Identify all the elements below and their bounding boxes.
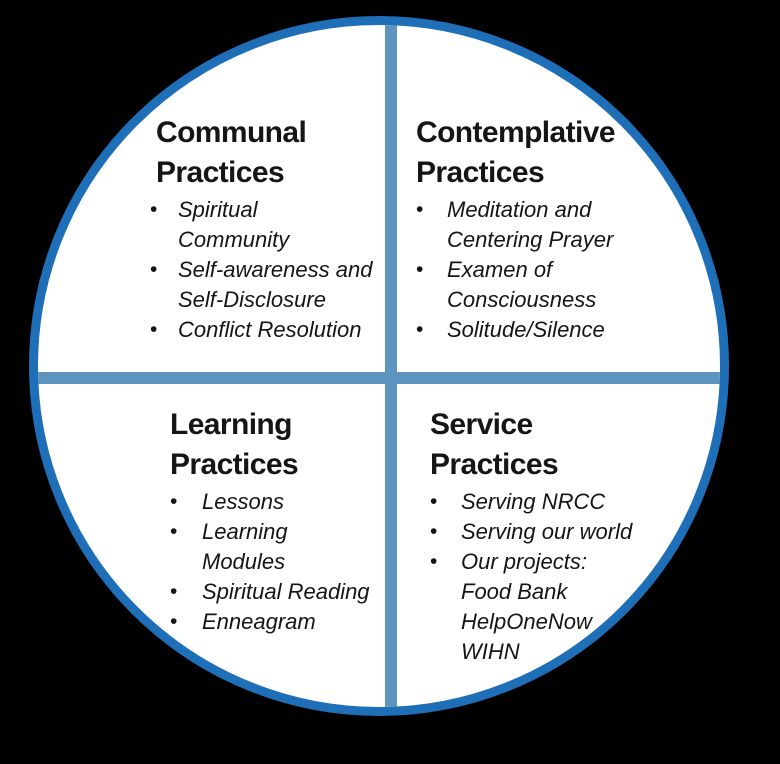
bullet-icon: • bbox=[150, 258, 158, 281]
bullet-icon: • bbox=[170, 520, 178, 543]
list-item: • Conflict Resolution bbox=[150, 315, 432, 345]
title-line: Service bbox=[430, 408, 533, 441]
title-line: Practices bbox=[430, 448, 559, 481]
list-item: • Solitude/Silence bbox=[416, 315, 716, 345]
quadrant-title: Contemplative Practices bbox=[416, 113, 716, 193]
project-item: HelpOneNow bbox=[461, 609, 592, 634]
list-item: • Serving our world bbox=[430, 517, 720, 547]
quadrant-title: Communal Practices bbox=[156, 113, 432, 193]
bullet-icon: • bbox=[150, 198, 158, 221]
list-item-text: Lessons bbox=[202, 489, 284, 514]
list-item-text: Our projects: Food Bank HelpOneNow WIHN bbox=[461, 547, 592, 667]
quadrant-contemplative-practices: Contemplative Practices • Meditation and… bbox=[416, 113, 716, 345]
list-item-text: Serving our world bbox=[461, 519, 633, 544]
practices-circle: Communal Practices • Spiritual Community… bbox=[29, 16, 729, 716]
quadrant-title: Service Practices bbox=[430, 405, 720, 485]
title-line: Communal bbox=[156, 116, 307, 149]
list-item: • Learning Modules bbox=[170, 517, 452, 577]
title-line: Contemplative bbox=[416, 116, 616, 149]
list-item-text: Solitude/Silence bbox=[447, 317, 605, 342]
list-item: • Meditation and Centering Prayer bbox=[416, 195, 716, 255]
practice-list: • Serving NRCC • Serving our world • Our… bbox=[430, 487, 720, 667]
bullet-icon: • bbox=[170, 610, 178, 633]
bullet-icon: • bbox=[150, 318, 158, 341]
title-line: Learning bbox=[170, 408, 292, 441]
quadrant-communal-practices: Communal Practices • Spiritual Community… bbox=[150, 113, 432, 345]
list-item: • Enneagram bbox=[170, 607, 452, 637]
list-item: • Lessons bbox=[170, 487, 452, 517]
quadrant-service-practices: Service Practices • Serving NRCC • Servi… bbox=[430, 405, 720, 667]
list-item-text: Serving NRCC bbox=[461, 489, 606, 514]
list-item-text: Spiritual Reading bbox=[202, 579, 370, 604]
horizontal-divider bbox=[38, 372, 720, 384]
list-item: • Spiritual Reading bbox=[170, 577, 452, 607]
quadrant-learning-practices: Learning Practices • Lessons • Learning … bbox=[170, 405, 452, 637]
bullet-icon: • bbox=[430, 520, 438, 543]
list-item: • Serving NRCC bbox=[430, 487, 720, 517]
title-line: Practices bbox=[156, 156, 285, 189]
bullet-icon: • bbox=[416, 318, 424, 341]
title-line: Practices bbox=[416, 156, 545, 189]
list-item: • Our projects: Food Bank HelpOneNow WIH… bbox=[430, 547, 720, 667]
project-item: Food Bank bbox=[461, 579, 568, 604]
list-item: • Spiritual Community bbox=[150, 195, 432, 255]
bullet-icon: • bbox=[170, 580, 178, 603]
bullet-icon: • bbox=[170, 490, 178, 513]
practice-list: • Meditation and Centering Prayer • Exam… bbox=[416, 195, 716, 345]
bullet-icon: • bbox=[430, 490, 438, 513]
list-item: • Self-awareness and Self-Disclosure bbox=[150, 255, 432, 315]
practice-list: • Lessons • Learning Modules • Spiritual bbox=[170, 487, 452, 637]
list-item-text: Conflict Resolution bbox=[178, 317, 362, 342]
title-line: Practices bbox=[170, 448, 299, 481]
list-item-text: Meditation and Centering Prayer bbox=[447, 197, 614, 252]
list-item-text: Examen of Consciousness bbox=[447, 257, 597, 312]
bullet-icon: • bbox=[416, 198, 424, 221]
list-item: • Examen of Consciousness bbox=[416, 255, 716, 315]
list-item-text: Learning Modules bbox=[202, 519, 288, 574]
bullet-icon: • bbox=[416, 258, 424, 281]
list-item-text: Self-awareness and Self-Disclosure bbox=[178, 257, 373, 312]
bullet-icon: • bbox=[430, 550, 438, 573]
project-item: WIHN bbox=[461, 639, 520, 664]
vertical-divider bbox=[385, 25, 397, 707]
quadrant-title: Learning Practices bbox=[170, 405, 452, 485]
practice-list: • Spiritual Community • Self-awareness a… bbox=[150, 195, 432, 345]
list-item-text: Spiritual Community bbox=[178, 197, 290, 252]
list-item-text: Enneagram bbox=[202, 609, 316, 634]
